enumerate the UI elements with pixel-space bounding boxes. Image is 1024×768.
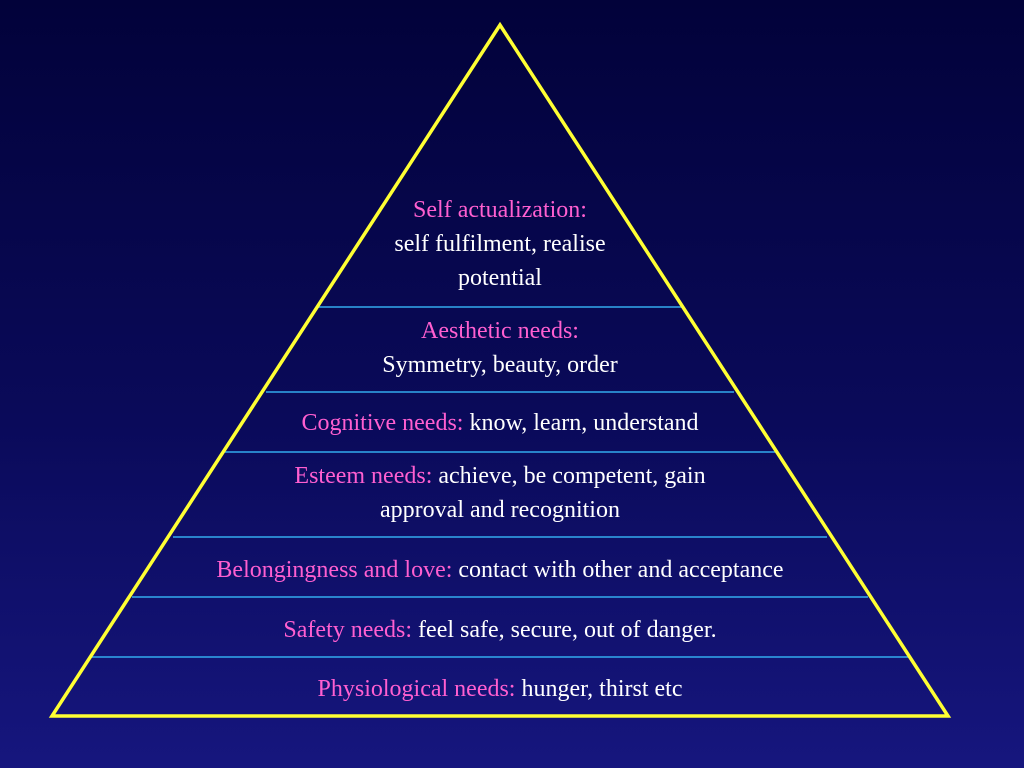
level-description: approval and recognition: [380, 497, 620, 523]
level-description: self fulfilment, realise: [394, 231, 606, 257]
level-description: potential: [458, 265, 542, 291]
level-label: Belongingness and love:: [216, 557, 453, 583]
level-label: Safety needs:: [283, 617, 413, 643]
level-description: contact with other and acceptance: [452, 557, 784, 583]
level-description: hunger, thirst etc: [515, 676, 683, 702]
level-description: feel safe, secure, out of danger.: [412, 617, 717, 643]
pyramid-level-belongingness: Belongingness and love: contact with oth…: [140, 553, 860, 587]
level-label: Cognitive needs:: [301, 410, 464, 436]
level-description: know, learn, understand: [463, 410, 699, 436]
level-label: Self actualization:: [413, 197, 587, 223]
level-label: Esteem needs:: [294, 463, 433, 489]
pyramid-level-esteem: Esteem needs: achieve, be competent, gai…: [200, 459, 800, 527]
level-label: Physiological needs:: [317, 676, 516, 702]
pyramid-level-cognitive: Cognitive needs: know, learn, understand: [230, 406, 770, 440]
pyramid-level-self-actualization: Self actualization: self fulfilment, rea…: [350, 193, 650, 295]
pyramid-level-aesthetic: Aesthetic needs: Symmetry, beauty, order: [300, 314, 700, 382]
pyramid-level-safety: Safety needs: feel safe, secure, out of …: [140, 613, 860, 647]
level-label: Aesthetic needs:: [421, 318, 579, 344]
level-description: Symmetry, beauty, order: [382, 352, 618, 378]
pyramid-level-physiological: Physiological needs: hunger, thirst etc: [140, 672, 860, 706]
level-description: achieve, be competent, gain: [432, 463, 706, 489]
pyramid-outline: [48, 21, 952, 718]
